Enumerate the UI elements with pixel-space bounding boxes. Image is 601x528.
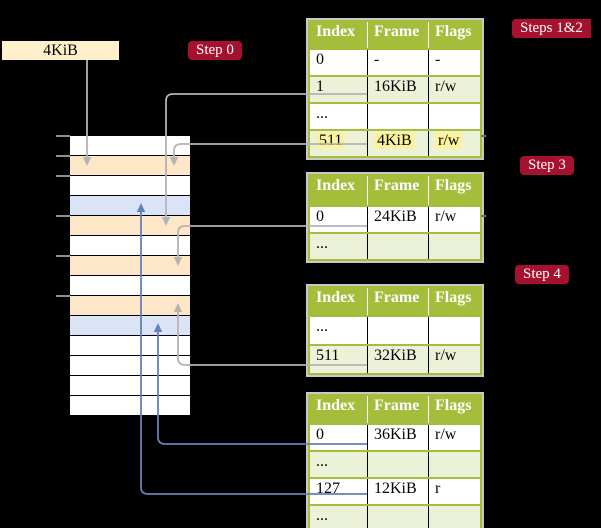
table-cell: 24KiB <box>367 207 428 232</box>
table-cell: 511 <box>310 131 367 156</box>
memory-frame-row <box>70 296 190 316</box>
memory-frame-row <box>70 316 190 336</box>
table-cell <box>367 452 428 477</box>
table-header-cell: Index <box>316 397 356 414</box>
table-cell: ... <box>316 105 328 122</box>
memory-tick <box>56 175 70 177</box>
memory-tick <box>56 215 70 217</box>
connector-stub <box>481 135 486 137</box>
table-cell <box>428 234 480 259</box>
table-cell: 511 <box>316 347 340 364</box>
memory-frame-row <box>70 396 190 416</box>
table-cell: r/w <box>428 425 480 450</box>
table-cell: r/w <box>428 131 480 156</box>
table-header-cell: Flags <box>428 288 480 315</box>
table-cell: - <box>428 50 480 75</box>
memory-frame-row <box>70 276 190 296</box>
table-header-cell: Frame <box>367 396 428 423</box>
table-cell: r <box>428 479 480 504</box>
table-header-cell: Index <box>316 289 356 306</box>
memory-frame-row <box>70 256 190 276</box>
memory-frame-row <box>70 236 190 256</box>
memory-tick <box>56 155 70 157</box>
table-cell <box>428 452 480 477</box>
memory-tick <box>56 255 70 257</box>
table-cell: 16KiB <box>367 77 428 102</box>
table-cell <box>428 317 480 344</box>
table-header-cell: Flags <box>428 176 480 205</box>
table-row: 0 -- <box>310 48 480 75</box>
table-header-cell: Frame <box>367 22 428 48</box>
table-cell: 0 <box>316 208 324 225</box>
highlighted-value: r/w <box>435 132 463 149</box>
memory-tick <box>56 295 70 297</box>
step-badge-0: Step 0 <box>188 41 242 60</box>
table-cell: ... <box>316 318 328 335</box>
highlighted-value: 4KiB <box>374 132 415 149</box>
table-row: ... <box>310 504 480 528</box>
memory-frame-row <box>70 176 190 196</box>
table-cell: 127 <box>316 480 340 497</box>
table-cell: ... <box>316 507 328 524</box>
physical-memory-stack <box>70 136 190 416</box>
table-header-cell: Frame <box>367 288 428 315</box>
table-row: 511 4KiB r/w <box>310 129 480 156</box>
table-cell: 36KiB <box>367 425 428 450</box>
table-cell: ... <box>316 235 328 252</box>
table-cell: ... <box>316 453 328 470</box>
memory-frame-row <box>70 216 190 236</box>
table-row: ... <box>310 315 480 344</box>
table-cell <box>428 506 480 528</box>
table-row: ... <box>310 450 480 477</box>
memory-frame-row <box>70 356 190 376</box>
step-badge-12: Steps 1&2 <box>512 19 591 38</box>
step-badge-3: Step 3 <box>520 156 574 175</box>
table-row: ... <box>310 102 480 129</box>
table-cell <box>367 317 428 344</box>
memory-frame-row <box>70 376 190 396</box>
highlighted-value: 511 <box>316 132 346 149</box>
table-cell: 0 <box>316 51 324 68</box>
memory-frame-row <box>70 156 190 176</box>
frame-size-label: 4KiB <box>2 41 119 60</box>
memory-frame-row <box>70 136 190 156</box>
table-cell <box>367 234 428 259</box>
table-cell <box>367 104 428 129</box>
table-cell <box>428 104 480 129</box>
table-header-cell: Flags <box>428 22 480 48</box>
table-row: ... <box>310 232 480 259</box>
table-cell: 12KiB <box>367 479 428 504</box>
table-header-cell: Flags <box>428 396 480 423</box>
table-cell: r/w <box>428 346 480 373</box>
table-cell: 32KiB <box>367 346 428 373</box>
table-header-cell: Index <box>316 177 356 194</box>
table-header-cell: Frame <box>367 176 428 205</box>
step-badge-4: Step 4 <box>515 265 569 284</box>
table-cell: r/w <box>428 77 480 102</box>
table-cell: - <box>367 50 428 75</box>
table-cell: 1 <box>316 78 324 95</box>
connector-stub <box>481 215 486 217</box>
table-cell: 0 <box>316 426 324 443</box>
table-cell <box>367 506 428 528</box>
memory-frame-row <box>70 336 190 356</box>
memory-tick <box>56 135 70 137</box>
memory-frame-row <box>70 196 190 216</box>
table-cell: 4KiB <box>367 131 428 156</box>
table-header-cell: Index <box>316 23 356 40</box>
table-cell: r/w <box>428 207 480 232</box>
